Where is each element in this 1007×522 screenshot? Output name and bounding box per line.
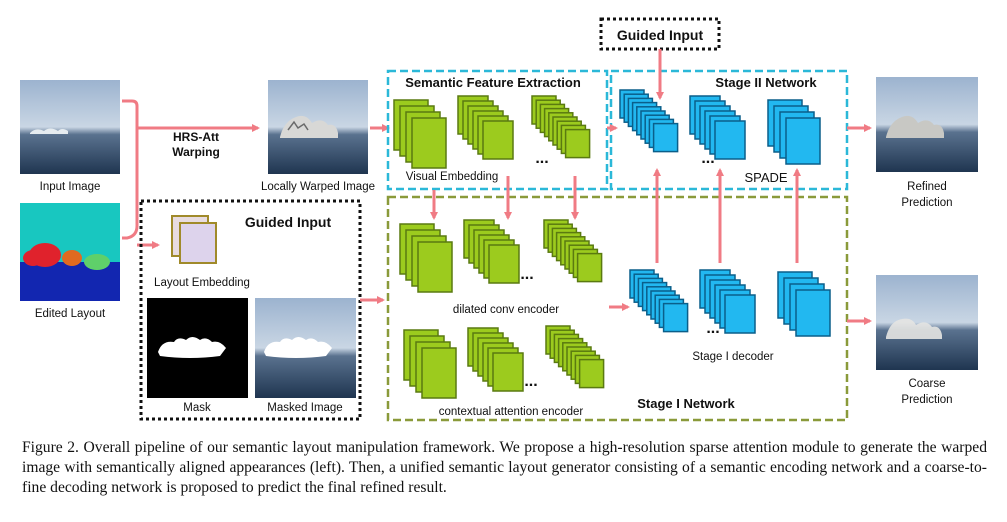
input-image	[20, 80, 120, 174]
s2-stack-1-layer	[652, 122, 679, 153]
stage1-encoder-blocks	[399, 219, 605, 399]
dilated-stack-2-layer	[488, 244, 520, 284]
stage1-dec-ellipsis: ...	[706, 320, 719, 337]
mask-label: Mask	[183, 402, 211, 414]
s2-stack-2-layer	[714, 120, 746, 160]
stage2-title: Stage II Network	[715, 75, 817, 90]
contextual-ellipsis: ...	[524, 373, 537, 390]
visual-embedding-blocks	[393, 95, 591, 169]
pipeline-figure: Input Image Edited Layout HRS-Att Warpin…	[20, 17, 978, 422]
layout-embedding-icon	[171, 215, 217, 264]
dilated-stack-1-layer	[417, 241, 453, 293]
stage1-title: Stage I Network	[637, 396, 735, 411]
ve-stack-3-layer	[564, 128, 591, 159]
dilated-conv-encoder-label: dilated conv encoder	[453, 304, 559, 316]
stage2-decoder-blocks	[619, 89, 821, 165]
s2-stack-3-layer	[785, 117, 821, 165]
ve-stack-2-layer	[482, 120, 514, 160]
spade-label: SPADE	[744, 170, 787, 185]
refined-prediction-image	[876, 77, 978, 172]
semantic-feature-extraction-box	[386, 69, 609, 191]
input-image-label: Input Image	[40, 181, 101, 193]
edited-layout-label: Edited Layout	[35, 308, 106, 320]
coarse-label-2: Prediction	[901, 394, 952, 406]
masked-image-label: Masked Image	[267, 402, 342, 414]
context-stack-2-layer	[492, 352, 524, 392]
sfe-title: Semantic Feature Extraction	[405, 75, 581, 90]
figure-caption: Figure 2. Overall pipeline of our semant…	[22, 439, 987, 496]
dilated-stack-3-layer	[576, 252, 603, 283]
guided-input-left-title: Guided Input	[245, 214, 332, 230]
refined-label-1: Refined	[907, 181, 947, 193]
visual-embedding-label: Visual Embedding	[406, 171, 499, 183]
dilated-ellipsis: ...	[520, 266, 533, 283]
stage2-ellipsis: ...	[701, 150, 714, 167]
warping-label: Warping	[172, 145, 220, 159]
guided-input-top-title: Guided Input	[617, 27, 704, 43]
masked-image	[255, 298, 356, 398]
mask-image	[147, 298, 248, 398]
coarse-prediction-image	[876, 275, 978, 370]
coarse-label-1: Coarse	[908, 378, 945, 390]
locally-warped-image	[268, 80, 368, 174]
edited-layout-image	[20, 203, 120, 301]
context-stack-3-layer	[578, 358, 605, 389]
locally-warped-label: Locally Warped Image	[261, 181, 375, 193]
hrs-att-label: HRS-Att	[173, 130, 219, 144]
contextual-attention-encoder-label: contextual attention encoder	[439, 406, 584, 418]
guided-input-left-box	[139, 199, 362, 421]
s1d-stack-1-layer	[662, 302, 689, 333]
sfe-ellipsis: ...	[535, 150, 548, 167]
stage1-network-box	[386, 195, 849, 422]
stage1-decoder-blocks	[629, 269, 831, 337]
refined-label-2: Prediction	[901, 197, 952, 209]
layout-embedding-label: Layout Embedding	[154, 277, 250, 289]
s1d-stack-2-layer	[724, 294, 756, 334]
s1d-stack-3-layer	[795, 289, 831, 337]
stage1-decoder-label: Stage I decoder	[692, 351, 773, 363]
context-stack-1-layer	[421, 347, 457, 399]
ve-stack-1-layer	[411, 117, 447, 169]
